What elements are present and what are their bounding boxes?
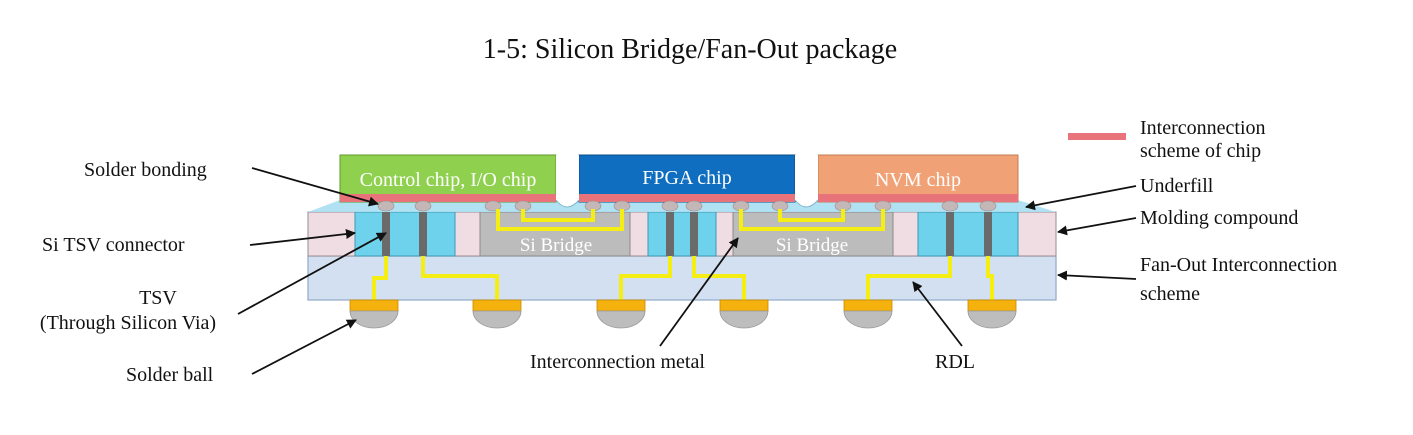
chip-interconnect-strip — [818, 194, 1018, 202]
label-molding-compound: Molding compound — [1140, 207, 1298, 229]
control-chip-label: Control chip, I/O chip — [360, 169, 537, 191]
label-tsv-full: (Through Silicon Via) — [40, 312, 216, 334]
bridge-metal-right-outer — [739, 209, 885, 231]
label-fanout-line2: scheme — [1140, 283, 1200, 305]
legend-interconnection-line1: Interconnection — [1140, 117, 1266, 139]
arrow-underfill — [1025, 185, 1137, 211]
rdl-wire — [421, 256, 499, 300]
legend-swatch-interconnection — [1068, 133, 1126, 140]
bottom-pads — [349, 299, 1017, 312]
label-interconnection-metal: Interconnection metal — [530, 351, 705, 373]
rdl-wire — [372, 256, 388, 300]
nvm-chip-label: NVM chip — [875, 169, 961, 191]
chip-interconnect-strip — [579, 194, 795, 202]
arrow-si-tsv-connector — [249, 229, 356, 246]
tsv-block-2 — [647, 211, 717, 257]
arrow-molding-compound — [1057, 217, 1137, 236]
arrow-tsv — [237, 232, 387, 315]
rdl-wire — [692, 256, 746, 300]
label-si-tsv-connector: Si TSV connector — [42, 234, 185, 256]
label-underfill: Underfill — [1140, 175, 1214, 197]
label-solder-ball: Solder ball — [126, 364, 214, 386]
legend-interconnection-line2: scheme of chip — [1140, 140, 1261, 162]
tsv-via — [419, 212, 427, 256]
chip-gap — [795, 155, 818, 207]
chip-interconnect-strip — [340, 194, 556, 202]
micro-bumps — [377, 200, 997, 212]
chip-gap — [556, 155, 579, 207]
si-bridge-label-right: Si Bridge — [776, 235, 848, 256]
label-fanout-line1: Fan-Out Interconnection — [1140, 254, 1337, 276]
tsv-via — [946, 212, 954, 256]
bridge-metal-right — [778, 209, 845, 222]
rdl-wire — [619, 256, 672, 300]
si-bridge-label-left: Si Bridge — [520, 235, 592, 256]
bridge-metal-left-outer — [496, 209, 624, 231]
page-title: 1-5: Silicon Bridge/Fan-Out package — [483, 34, 897, 65]
fpga-chip-label: FPGA chip — [642, 167, 731, 189]
arrow-solder-bonding — [251, 167, 379, 207]
arrow-fanout — [1057, 270, 1137, 281]
arrow-rdl — [912, 281, 963, 347]
arrow-solder-ball — [251, 319, 357, 375]
tsv-via — [984, 212, 992, 256]
tsv-via — [690, 212, 698, 256]
label-solder-bonding: Solder bonding — [84, 159, 207, 181]
solder-balls — [349, 310, 1017, 329]
bridge-metal-left — [521, 209, 595, 222]
tsv-via — [666, 212, 674, 256]
label-rdl: RDL — [935, 351, 975, 373]
rdl-wire — [986, 256, 994, 300]
chip-gap-edge — [555, 199, 580, 208]
tsv-block-1 — [354, 211, 456, 257]
arrow-interconnection-metal — [659, 237, 739, 347]
label-tsv: TSV — [139, 287, 177, 309]
tsv-block-3 — [917, 211, 1019, 257]
chip-gap-edge — [794, 199, 819, 208]
rdl-wire — [866, 256, 952, 300]
